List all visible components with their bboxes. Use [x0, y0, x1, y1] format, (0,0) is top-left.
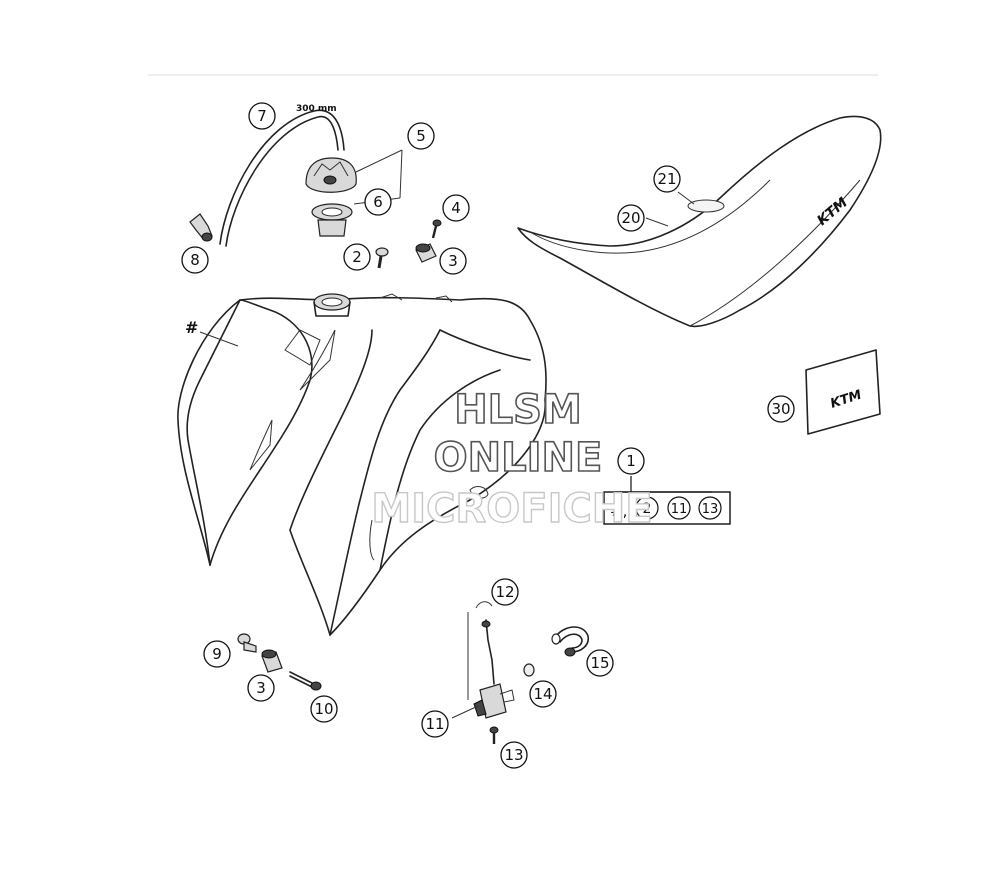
seat-logo: KTM: [814, 195, 851, 229]
callout-2: 2: [343, 243, 371, 271]
kit-items: 2 11 13: [635, 496, 722, 520]
svg-text:8: 8: [190, 251, 200, 269]
callout-21: 21: [653, 165, 681, 193]
svg-text:2: 2: [352, 248, 362, 266]
svg-text:3: 3: [448, 252, 458, 270]
leader-5-6-bracket: [399, 149, 403, 199]
curved-hose-15: [551, 626, 590, 657]
svg-text:4: 4: [451, 199, 461, 217]
svg-text:13: 13: [504, 746, 523, 764]
bolt-2: [375, 247, 389, 269]
kit-item-11: 11: [667, 496, 691, 520]
leader-5: [355, 149, 403, 173]
fuel-tap: [467, 601, 515, 719]
svg-text:6: 6: [373, 193, 383, 211]
tank-marker: #: [185, 318, 198, 337]
decal-logo: KTM: [829, 388, 864, 412]
leader-11: [451, 705, 479, 719]
svg-text:10: 10: [314, 700, 333, 718]
svg-text:2: 2: [643, 501, 652, 517]
bushing-3-bottom: [261, 649, 283, 673]
callouts: 7 5 6 4 2 3 8 21 20 30 12 9 3 10 15 14 1…: [181, 102, 795, 769]
callout-20: 20: [617, 204, 645, 232]
callout-3-top: 3: [439, 247, 467, 275]
svg-text:9: 9: [212, 645, 222, 663]
callout-10: 10: [310, 695, 338, 723]
screw-4: [431, 219, 442, 239]
svg-text:15: 15: [590, 654, 609, 672]
svg-text:21: 21: [657, 170, 676, 188]
callout-5: 5: [407, 122, 435, 150]
svg-text:3: 3: [256, 679, 266, 697]
clamp-14: [523, 663, 535, 677]
callout-12: 12: [491, 578, 519, 606]
leader-20: [645, 217, 669, 227]
callout-11: 11: [421, 710, 449, 738]
svg-text:12: 12: [495, 583, 514, 601]
callout-7: 7: [248, 102, 276, 130]
tank-cap: [305, 157, 357, 193]
watermark-line3: MICROFICHE: [371, 486, 652, 532]
callout-6: 6: [364, 188, 392, 216]
kit-item-2: 2: [635, 496, 659, 520]
leader-tank-marker: [199, 331, 239, 347]
callout-3-bottom: 3: [247, 674, 275, 702]
decal-30: KTM: [805, 349, 881, 435]
callout-15: 15: [586, 649, 614, 677]
svg-text:30: 30: [771, 400, 790, 418]
cap-gasket: [311, 203, 353, 237]
callout-9: 9: [203, 640, 231, 668]
hose-length-label: 300 mm: [296, 104, 337, 114]
svg-text:13: 13: [702, 502, 719, 517]
screw-13: [489, 726, 499, 744]
watermark-line1: HLSM: [454, 387, 582, 433]
leader-21: [677, 191, 695, 205]
svg-text:20: 20: [621, 209, 640, 227]
svg-text:11: 11: [671, 502, 688, 517]
callout-8: 8: [181, 246, 209, 274]
watermark-line2: ONLINE: [434, 435, 603, 481]
svg-text:14: 14: [533, 685, 552, 703]
bolt-9: [237, 633, 257, 653]
callout-13: 13: [500, 741, 528, 769]
seat: KTM: [517, 115, 882, 328]
svg-text:7: 7: [257, 107, 267, 125]
svg-text:5: 5: [416, 127, 426, 145]
bushing-3-top: [415, 243, 437, 263]
callout-30: 30: [767, 395, 795, 423]
fuel-tank: [177, 293, 547, 636]
callout-1: 1: [617, 447, 645, 475]
elbow-fitting: [189, 213, 213, 242]
kit-item-13: 13: [698, 496, 722, 520]
callout-4: 4: [442, 194, 470, 222]
callout-14: 14: [529, 680, 557, 708]
kit-prefix: #,: [610, 502, 627, 520]
fuel-hose: [219, 109, 345, 247]
svg-text:1: 1: [626, 452, 636, 470]
svg-text:11: 11: [425, 715, 444, 733]
bolt-10: [289, 671, 322, 691]
watermark: HLSM ONLINE MICROFICHE: [371, 386, 654, 533]
